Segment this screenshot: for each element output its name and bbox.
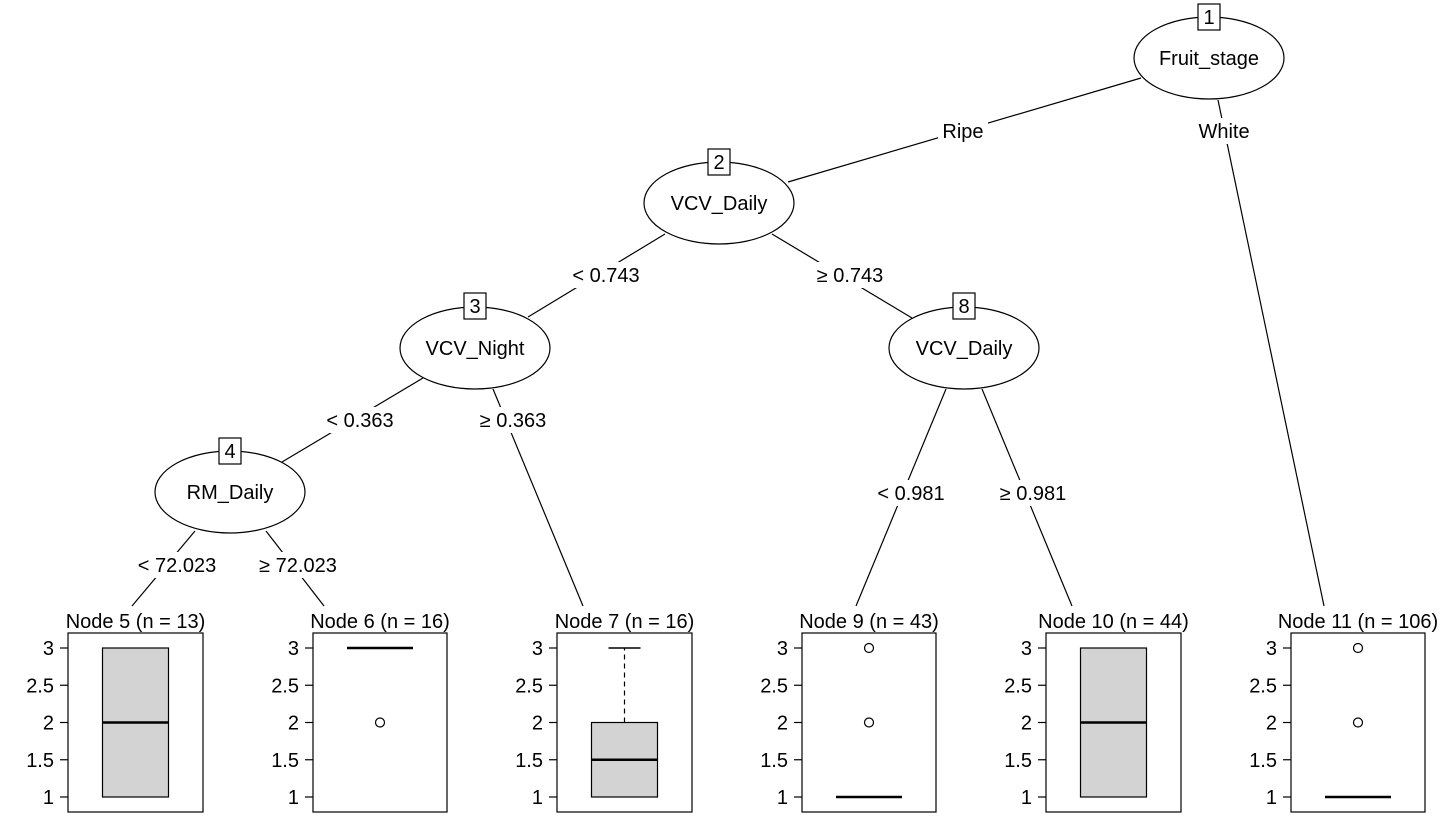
- edge-label-backdrop: [992, 480, 1074, 506]
- edge-label-backdrop: [319, 407, 401, 433]
- node-id-label: 8: [958, 296, 969, 318]
- terminal-node-title: Node 6 (n = 16): [310, 611, 450, 633]
- edge-label-8-10: ≥ 0.981: [1000, 483, 1067, 505]
- y-axis-tick-label: 3: [43, 638, 54, 660]
- y-axis-tick-label: 1.5: [1249, 750, 1277, 772]
- edge-label-backdrop: [809, 262, 891, 288]
- inner-node-2: VCV_Daily 2: [643, 148, 795, 245]
- edge-label-1-2: Ripe: [942, 121, 983, 143]
- y-axis-tick-label: 1.5: [515, 750, 543, 772]
- y-axis-tick-label: 2.5: [1249, 675, 1277, 697]
- edge-label-backdrop: [565, 262, 647, 288]
- y-axis-tick-label: 1: [1021, 787, 1032, 809]
- y-axis-tick-label: 1.5: [26, 750, 54, 772]
- y-axis-tick-label: 2: [1021, 713, 1032, 735]
- y-axis-tick-label: 1: [288, 787, 299, 809]
- y-axis-tick-label: 1: [777, 787, 788, 809]
- edge-labels-layer: Ripe White < 0.743 ≥ 0.743 < 0.363 ≥ 0.363 < 7…: [131, 118, 1255, 578]
- outlier-point: [374, 717, 386, 728]
- terminal-node-7: Node 7 (n = 16) 1 1.5 2 2.5 3: [515, 611, 695, 813]
- y-axis-tick-label: 2.5: [271, 675, 299, 697]
- outlier-point: [863, 717, 875, 728]
- y-axis-tick-label: 2: [288, 713, 299, 735]
- y-axis-tick-label: 1: [532, 787, 543, 809]
- y-axis-tick-label: 1.5: [1004, 750, 1032, 772]
- terminal-node-title: Node 10 (n = 44): [1038, 611, 1189, 633]
- y-axis-tick-label: 3: [288, 638, 299, 660]
- y-axis-tick-label: 2.5: [760, 675, 788, 697]
- edge-label-3-7: ≥ 0.363: [480, 410, 547, 432]
- inner-node-3: VCV_Night 3: [399, 292, 551, 390]
- terminal-node-title: Node 7 (n = 16): [555, 611, 695, 633]
- edge-1-11: [1217, 99, 1325, 607]
- terminal-node-title: Node 9 (n = 43): [799, 611, 939, 633]
- y-axis-tick-label: 2: [43, 713, 54, 735]
- y-axis-tick-label: 1: [1266, 787, 1277, 809]
- edge-label-2-3: < 0.743: [572, 265, 639, 287]
- y-axis-tick-label: 3: [1021, 638, 1032, 660]
- node-variable-label: VCV_Daily: [916, 338, 1013, 360]
- node-variable-label: Fruit_stage: [1159, 48, 1259, 70]
- y-axis-tick-label: 2: [532, 713, 543, 735]
- edge-label-backdrop: [252, 552, 344, 578]
- node-id-box: [952, 292, 976, 320]
- y-axis-tick-label: 2: [777, 713, 788, 735]
- edge-label-3-4: < 0.363: [326, 410, 393, 432]
- y-axis-tick-label: 1.5: [760, 750, 788, 772]
- terminal-node-title: Node 5 (n = 13): [66, 611, 206, 633]
- node-variable-label: VCV_Night: [426, 338, 525, 360]
- edge-label-backdrop: [1193, 118, 1255, 144]
- edge-label-backdrop: [472, 407, 554, 433]
- terminal-node-10: Node 10 (n = 44) 1 1.5 2 2.5 3: [1004, 611, 1189, 813]
- edge-label-8-9: < 0.981: [877, 483, 944, 505]
- edge-label-4-5: < 72.023: [138, 555, 216, 577]
- node-id-box: [1197, 3, 1221, 31]
- y-axis-tick-label: 3: [532, 638, 543, 660]
- node-id-label: 4: [224, 441, 235, 463]
- node-id-label: 3: [469, 296, 480, 318]
- y-axis-tick-label: 1.5: [271, 750, 299, 772]
- y-axis-tick-label: 3: [1266, 638, 1277, 660]
- edge-label-1-11: White: [1198, 121, 1249, 143]
- terminal-node-9: Node 9 (n = 43) 1 1.5 2 2.5 3: [760, 611, 939, 813]
- inner-node-4: RM_Daily 4: [154, 437, 306, 534]
- y-axis-tick-label: 2.5: [515, 675, 543, 697]
- inner-node-8: VCV_Daily 8: [888, 292, 1040, 390]
- node-id-box: [707, 148, 731, 176]
- node-id-box: [463, 292, 487, 320]
- terminal-node-6: Node 6 (n = 16) 1 1.5 2 2.5 3: [271, 611, 450, 813]
- y-axis-tick-label: 2.5: [1004, 675, 1032, 697]
- y-axis-tick-label: 2.5: [26, 675, 54, 697]
- edge-label-2-8: ≥ 0.743: [817, 265, 884, 287]
- y-axis-tick-label: 3: [777, 638, 788, 660]
- edge-label-backdrop: [938, 118, 988, 144]
- edge-label-backdrop: [870, 480, 952, 506]
- node-id-label: 2: [713, 152, 724, 174]
- node-variable-label: RM_Daily: [187, 482, 274, 504]
- outlier-point: [1352, 642, 1364, 654]
- outlier-point: [1352, 717, 1364, 728]
- terminal-node-title: Node 11 (n = 106): [1278, 611, 1438, 633]
- node-id-box: [218, 437, 242, 465]
- edge-label-backdrop: [131, 552, 223, 578]
- edge-label-4-6: ≥ 72.023: [259, 555, 337, 577]
- terminal-node-5: Node 5 (n = 13) 1 1.5 2 2.5 3: [26, 611, 206, 813]
- y-axis-tick-label: 2: [1266, 713, 1277, 735]
- inner-node-1: Fruit_stage 1: [1133, 3, 1285, 100]
- node-id-label: 1: [1203, 7, 1214, 29]
- terminal-panels-layer: Node 5 (n = 13) 1 1.5 2 2.5 3 Node 6 (n = 16) 1…: [26, 611, 1438, 813]
- outlier-point: [863, 642, 875, 654]
- node-variable-label: VCV_Daily: [671, 193, 768, 215]
- y-axis-tick-label: 1: [43, 787, 54, 809]
- terminal-node-11: Node 11 (n = 106) 1 1.5 2 2.5 3: [1249, 611, 1438, 813]
